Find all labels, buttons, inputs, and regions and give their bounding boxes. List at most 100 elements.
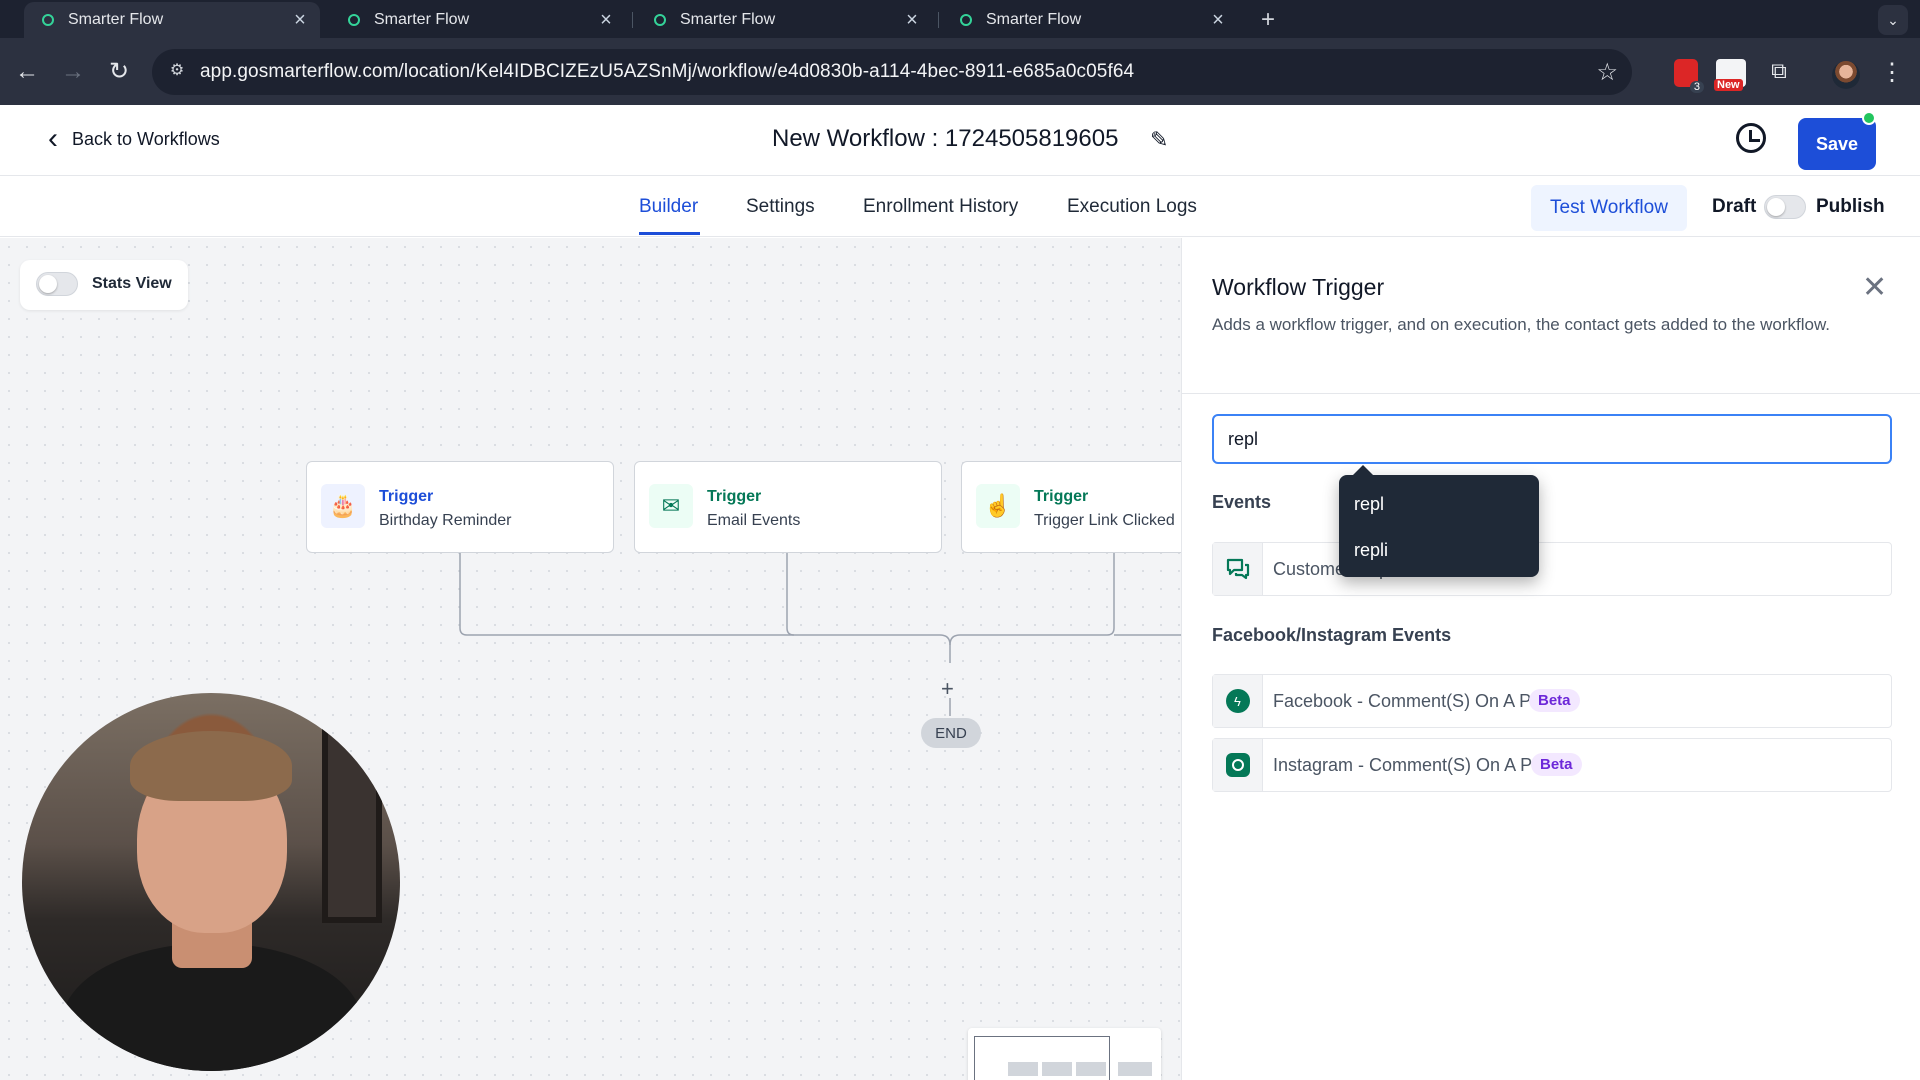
autocomplete-dropdown: repl repli [1339,465,1539,577]
extension-new-label: New [1714,79,1743,91]
tab-search-chevron-icon[interactable]: ⌄ [1878,5,1908,35]
test-workflow-button[interactable]: Test Workflow [1531,185,1687,231]
extension-icon[interactable]: 3 [1674,59,1704,93]
history-icon[interactable] [1736,123,1766,153]
reload-icon[interactable]: ↻ [108,58,130,85]
beta-badge: Beta [1531,753,1582,776]
extensions-puzzle-icon[interactable]: ⧉ [1771,58,1787,83]
beta-badge: Beta [1529,689,1580,712]
url-text[interactable]: app.gosmarterflow.com/location/Kel4IDBCI… [200,61,1135,82]
browser-menu-icon[interactable]: ⋮ [1880,59,1904,86]
autocomplete-suggestion[interactable]: repli [1354,540,1389,560]
address-bar[interactable]: ⚙ app.gosmarterflow.com/location/Kel4IDB… [152,49,1632,95]
back-label: Back to Workflows [72,128,220,149]
browser-toolbar: ← → ↻ ⚙ app.gosmarterflow.com/location/K… [0,38,1920,105]
cake-icon: 🎂 [321,484,365,528]
browser-tab-bar: Smarter Flow × Smarter Flow × Smarter Fl… [0,0,1920,38]
extension-badge: 3 [1689,81,1704,93]
trigger-search-input[interactable] [1212,414,1892,464]
browser-tab[interactable]: Smarter Flow × [24,2,320,38]
event-item-instagram-comment[interactable]: Instagram - Comment(S) On A Post Beta [1212,738,1892,792]
instagram-icon [1213,739,1263,791]
chat-icon-glyph [1226,558,1249,580]
save-button[interactable]: Save [1798,118,1876,170]
stats-view-label: Stats View [92,275,172,292]
events-section-label: Events [1212,492,1272,512]
connector-line [786,553,795,636]
webcam-overlay [22,693,400,1071]
tab-builder[interactable]: Builder [639,196,699,217]
workflow-canvas[interactable]: Stats View 🎂 Trigger Birthday Reminder ✉… [0,238,1181,1080]
presenter-hair [130,731,292,801]
panel-description: Adds a workflow trigger, and on executio… [1212,315,1831,334]
tab-enrollment-history[interactable]: Enrollment History [863,196,1019,217]
autocomplete-suggestion[interactable]: repl [1354,494,1385,514]
stats-view-toggle[interactable] [36,272,78,296]
tab-close-icon[interactable]: × [1212,8,1224,31]
close-icon[interactable]: ✕ [1862,271,1888,304]
tab-close-icon[interactable]: × [600,8,612,31]
event-item-customer-replied[interactable]: Customer Replied [1212,542,1892,596]
chevron-left-icon: ‹ [48,122,58,155]
tab-title: Smarter Flow [68,11,164,28]
event-text: Facebook - Comment(S) On A Post [1273,691,1556,711]
back-to-workflows-link[interactable]: ‹ Back to Workflows [48,122,220,155]
active-tab-indicator [639,232,700,235]
tab-execution-logs[interactable]: Execution Logs [1067,196,1197,217]
favicon-icon [960,14,972,26]
tab-title: Smarter Flow [680,11,776,28]
minimap-node [1076,1062,1106,1076]
tab-settings[interactable]: Settings [746,196,815,217]
event-text: Instagram - Comment(S) On A Post [1273,755,1557,775]
publish-label: Publish [1816,196,1885,217]
event-item-facebook-comment[interactable]: ϟ Facebook - Comment(S) On A Post Beta [1212,674,1892,728]
publish-toggle[interactable] [1764,195,1806,219]
tab-title: Smarter Flow [986,11,1082,28]
messenger-icon-glyph: ϟ [1225,689,1250,713]
connector-lines [459,553,1181,716]
browser-tab[interactable]: Smarter Flow × [330,2,626,38]
status-dot [1862,111,1876,125]
trigger-kind: Trigger [707,488,762,505]
instagram-icon-glyph [1225,753,1250,777]
draft-label: Draft [1712,196,1757,217]
trigger-card-link-clicked[interactable]: ☝ Trigger Trigger Link Clicked [961,461,1181,553]
trigger-name: Trigger Link Clicked [1034,512,1175,529]
tab-title: Smarter Flow [374,11,470,28]
trigger-name: Birthday Reminder [379,512,512,529]
minimap-node [1042,1062,1072,1076]
connector-line [459,553,951,663]
tab-close-icon[interactable]: × [294,8,306,31]
stats-view-control: Stats View [20,260,188,310]
browser-tab[interactable]: Smarter Flow × [636,2,932,38]
add-action-plus-icon[interactable]: + [941,676,954,701]
trigger-card-email-events[interactable]: ✉ Trigger Email Events [634,461,942,553]
browser-tab[interactable]: Smarter Flow × [942,2,1238,38]
background-picture-frame [322,723,382,923]
canvas-minimap[interactable] [968,1028,1161,1080]
forward-arrow-icon[interactable]: → [61,58,85,85]
workflow-trigger-panel: Workflow Trigger ✕ Adds a workflow trigg… [1181,238,1920,1080]
trigger-card-birthday-reminder[interactable]: 🎂 Trigger Birthday Reminder [306,461,614,553]
trigger-kind: Trigger [379,488,434,505]
profile-avatar[interactable] [1832,61,1860,89]
site-settings-icon[interactable]: ⚙ [169,62,185,79]
workflow-title: New Workflow : 1724505819605 [772,125,1119,152]
tab-close-icon[interactable]: × [906,8,918,31]
back-arrow-icon[interactable]: ← [15,58,39,85]
tab-separator [938,12,939,28]
trigger-name: Email Events [707,512,801,529]
minimap-node [1118,1062,1152,1076]
minimap-node [1008,1062,1038,1076]
pencil-icon[interactable]: ✎ [1150,127,1169,152]
extension-icon[interactable]: New [1714,59,1746,91]
favicon-icon [654,14,666,26]
bookmark-star-icon[interactable]: ☆ [1596,59,1618,86]
minimap-viewport [974,1036,1110,1080]
new-tab-button[interactable]: + [1260,6,1275,33]
panel-divider [1182,393,1920,394]
app-header: ‹ Back to Workflows New Workflow : 17245… [0,105,1920,176]
favicon-icon [348,14,360,26]
click-icon: ☝ [976,484,1020,528]
connector-line [949,553,1115,646]
